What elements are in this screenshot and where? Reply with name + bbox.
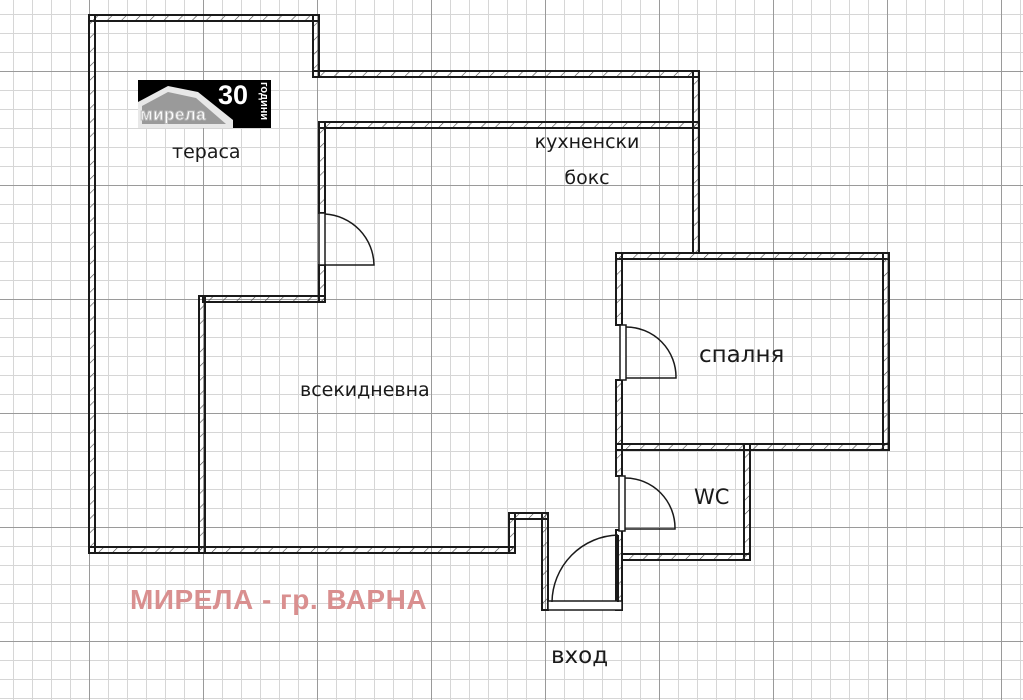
wall	[615, 443, 751, 451]
wall	[202, 295, 326, 303]
wall	[88, 14, 320, 22]
room-label-kitchen: кухненски бокс	[520, 124, 654, 196]
wall	[692, 70, 700, 254]
door-frame	[619, 324, 627, 381]
wall	[312, 70, 700, 78]
door-swing-icon	[625, 326, 677, 379]
company-logo: 30 мирела години	[138, 80, 271, 128]
wall	[318, 121, 326, 214]
logo-years: години	[258, 82, 270, 121]
wall	[88, 14, 96, 554]
walls	[88, 14, 890, 611]
wall	[615, 252, 890, 260]
mountain-icon	[138, 86, 233, 128]
wall	[88, 546, 516, 554]
room-label-kitchen-line1: кухненски	[534, 131, 640, 153]
wall	[882, 252, 890, 451]
wall	[541, 512, 549, 611]
doors	[318, 212, 677, 603]
logo-number: 30	[218, 80, 249, 110]
room-label-living-room: всекидневна	[300, 379, 430, 401]
wall	[743, 443, 751, 561]
room-label-entrance: вход	[551, 643, 609, 669]
wall	[312, 14, 320, 78]
door-swing-icon	[624, 477, 676, 530]
agency-watermark: МИРЕЛА - гр. ВАРНА	[130, 584, 428, 615]
room-label-wc: WC	[694, 485, 730, 509]
room-label-kitchen-line2: бокс	[564, 167, 610, 189]
logo-brand: мирела	[139, 105, 207, 124]
wall	[615, 252, 623, 326]
door-swing-icon	[551, 534, 619, 603]
wall	[198, 295, 206, 554]
door-frame	[318, 212, 326, 266]
room-label-bedroom: спалня	[699, 342, 785, 368]
door-swing-icon	[324, 213, 375, 266]
wall	[621, 553, 751, 561]
room-label-terrace: тераса	[172, 141, 241, 163]
door-frame	[618, 475, 626, 532]
entrance-threshold	[547, 600, 623, 611]
wall	[615, 379, 623, 477]
wall	[749, 443, 890, 451]
